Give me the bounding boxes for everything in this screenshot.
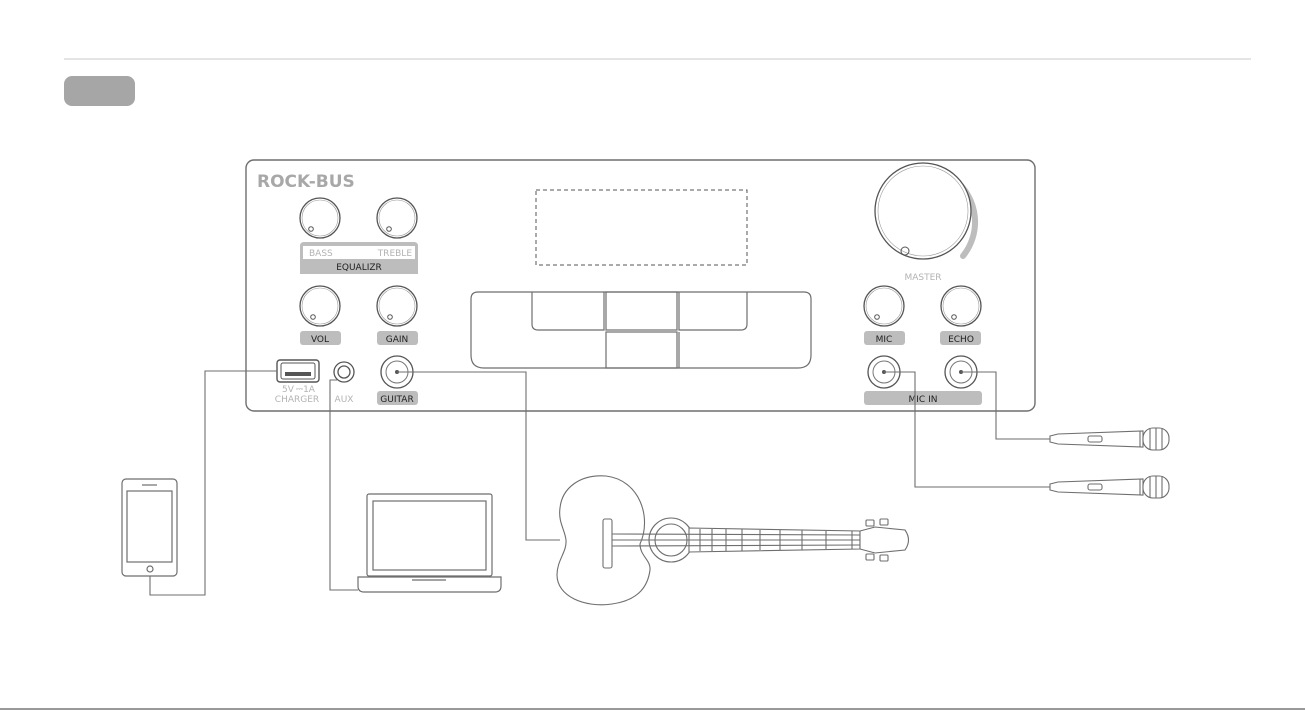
amplifier-panel: ROCK-BUS BASS TREBLE EQUALIZR [246,160,1035,411]
mic-knob[interactable] [864,286,904,326]
aux-port[interactable] [334,362,354,382]
charger-label: CHARGER [275,395,319,405]
mic-in-label: MIC IN [909,395,938,405]
vol-knob[interactable] [300,286,340,326]
gain-label: GAIN [386,335,409,345]
microphone-icon [1050,476,1169,498]
laptop-icon [358,494,501,592]
smartphone-icon [122,479,177,576]
bass-knob[interactable] [300,198,340,238]
aux-label: AUX [335,395,354,405]
usb-charger-port[interactable] [277,360,319,382]
master-label: MASTER [904,273,941,283]
mic-label: MIC [876,335,893,345]
acoustic-guitar-icon [557,476,909,605]
section-tab [64,76,135,106]
echo-label: ECHO [948,335,974,345]
equalizer-label: EQUALIZR [336,263,382,273]
guitar-label: GUITAR [380,395,413,405]
treble-label: TREBLE [377,249,413,259]
gain-knob[interactable] [377,286,417,326]
bass-label: BASS [309,249,333,259]
echo-knob[interactable] [941,286,981,326]
usb-rating-label: 5V⎓1A [282,385,316,395]
treble-knob[interactable] [377,198,417,238]
microphone-icon [1050,428,1169,450]
vol-label: VOL [311,335,329,345]
brand-logo: ROCK-BUS [257,172,355,192]
